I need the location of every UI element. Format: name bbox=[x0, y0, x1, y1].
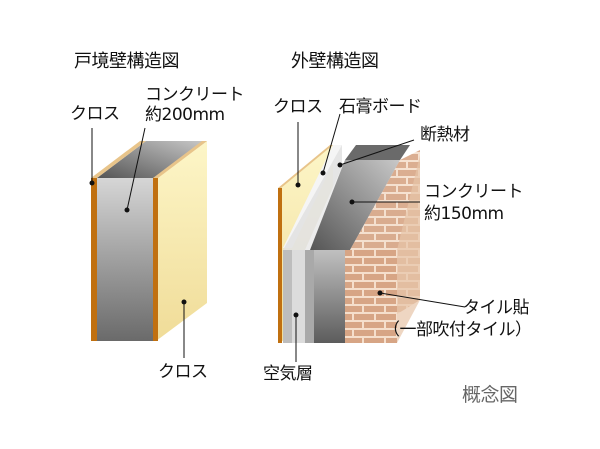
label-tile-note: （一部吹付タイル） bbox=[383, 320, 532, 340]
concrete-front bbox=[97, 178, 153, 341]
party-wall-diagram bbox=[89, 127, 207, 358]
cloth-right-edge bbox=[153, 178, 158, 341]
concept-caption: 概念図 bbox=[462, 384, 518, 406]
label-air-layer: 空気層 bbox=[263, 364, 313, 384]
exterior-wall-diagram bbox=[278, 113, 466, 362]
label-cloth: クロス bbox=[273, 97, 323, 117]
party-wall-title: 戸境壁構造図 bbox=[74, 51, 180, 72]
label-cloth-left: クロス bbox=[70, 104, 120, 124]
label-concrete-thickness: 約150mm bbox=[424, 204, 504, 224]
label-cloth-right: クロス bbox=[158, 362, 208, 382]
label-concrete: コンクリート bbox=[424, 182, 524, 202]
label-concrete: コンクリート bbox=[145, 85, 245, 105]
concrete-top bbox=[97, 141, 207, 178]
exterior-wall-title: 外壁構造図 bbox=[291, 51, 379, 72]
cloth-left-edge bbox=[91, 178, 97, 341]
label-gypsum-board: 石膏ボード bbox=[339, 97, 422, 117]
label-insulation: 断熱材 bbox=[420, 125, 470, 145]
label-concrete-thickness: 約200mm bbox=[145, 105, 225, 125]
cloth-side-face bbox=[156, 141, 207, 341]
label-tile: タイル貼 bbox=[463, 298, 530, 318]
